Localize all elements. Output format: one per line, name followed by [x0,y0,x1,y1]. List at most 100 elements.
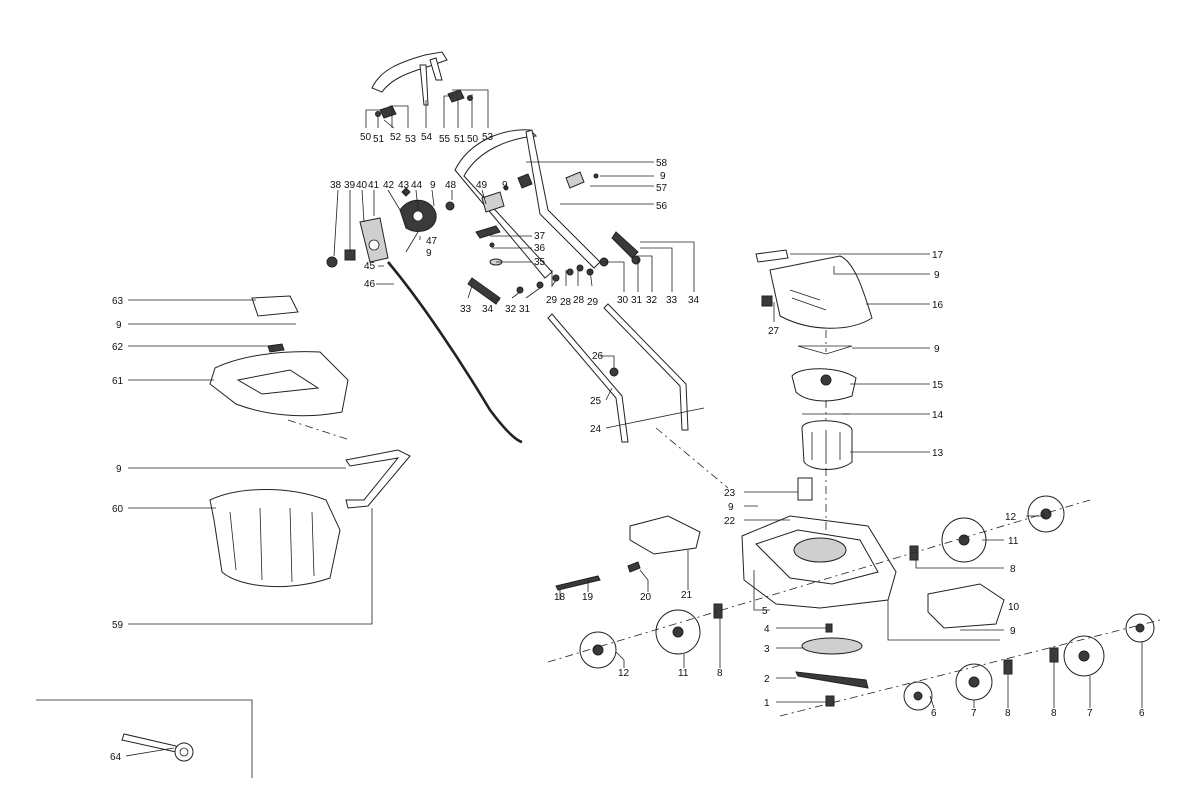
blade-assembly-part [795,623,869,707]
part-label-51: 51 [454,134,466,145]
part-label-23: 23 [724,488,736,499]
part-label-53: 53 [405,134,417,145]
part-label-50: 50 [360,132,372,143]
part-label-27: 27 [768,326,780,337]
cable-clip-part [481,171,599,213]
grass-bag-part [209,489,341,587]
part-label-60: 60 [112,504,124,515]
part-label-15: 15 [932,380,944,391]
part-label-38: 38 [330,180,342,191]
part-label-10: 10 [1008,602,1020,613]
grass-box-frame-part [345,449,411,509]
part-label-3: 3 [764,644,770,655]
part-number-labels: 50 51 52 53 54 55 51 50 53 58 9 57 56 38… [110,132,1145,763]
part-label-24: 24 [590,424,602,435]
part-label-61: 61 [112,376,124,387]
mower-deck-part [741,515,897,609]
part-label-44: 44 [411,180,423,191]
part-label-63: 63 [112,296,124,307]
part-label-6: 6 [931,708,937,719]
part-label-41: 41 [368,180,380,191]
part-label-51: 51 [373,134,385,145]
part-label-4: 4 [764,624,770,635]
part-label-55: 55 [439,134,451,145]
motor-housing-part [791,368,857,402]
part-label-9: 9 [116,464,122,475]
front-axle-part [555,561,641,591]
height-adjuster-part [927,583,1005,629]
part-label-34: 34 [688,295,700,306]
part-label-49: 49 [476,180,488,191]
part-label-9: 9 [430,180,436,191]
motor-part [801,420,853,470]
part-label-9: 9 [426,248,432,259]
part-label-59: 59 [112,620,124,631]
part-label-11: 11 [1008,536,1019,547]
part-label-7: 7 [971,708,977,719]
part-label-28: 28 [573,295,585,306]
part-label-34: 34 [482,304,494,315]
part-label-9: 9 [728,502,734,513]
part-label-57: 57 [656,183,668,194]
part-label-19: 19 [582,592,594,603]
part-label-7: 7 [1087,708,1093,719]
part-label-50: 50 [467,134,479,145]
part-label-32: 32 [505,304,517,315]
quick-release-lever-part [467,225,641,305]
part-label-12: 12 [618,668,630,679]
upper-handle-part [371,51,448,106]
part-label-29: 29 [546,295,558,306]
control-cable-part [387,261,523,444]
part-label-12: 12 [1005,512,1017,523]
part-label-46: 46 [364,279,376,290]
spanner-part [121,733,194,762]
part-label-5: 5 [762,606,768,617]
motor-cover-part [755,249,873,329]
grass-box-lid-part [209,295,349,417]
part-label-40: 40 [356,180,368,191]
part-label-8: 8 [1010,564,1016,575]
part-label-26: 26 [592,351,604,362]
part-label-8: 8 [717,668,723,679]
part-label-42: 42 [383,180,395,191]
part-label-6: 6 [1139,708,1145,719]
switch-box-part [326,187,455,268]
part-label-33: 33 [460,304,472,315]
part-label-28: 28 [560,297,572,308]
part-label-9: 9 [116,320,122,331]
part-label-31: 31 [519,304,531,315]
part-label-52: 52 [390,132,402,143]
part-label-35: 35 [534,257,546,268]
part-label-9: 9 [934,344,940,355]
part-label-58: 58 [656,158,668,169]
part-label-17: 17 [932,250,944,261]
part-label-25: 25 [590,396,602,407]
part-label-48: 48 [445,180,457,191]
part-label-43: 43 [398,180,410,191]
part-label-45: 45 [364,261,376,272]
part-label-1: 1 [764,698,770,709]
part-label-62: 62 [112,342,124,353]
leader-lines [125,89,1143,757]
lower-handle-part [547,303,689,443]
part-label-9: 9 [934,270,940,281]
rear-flap-part [629,515,701,555]
part-label-33: 33 [666,295,678,306]
part-label-18: 18 [554,592,566,603]
part-label-9: 9 [502,180,508,191]
part-label-31: 31 [631,295,643,306]
part-label-9: 9 [1010,626,1016,637]
part-label-13: 13 [932,448,944,459]
part-label-8: 8 [1051,708,1057,719]
part-label-22: 22 [724,516,736,527]
part-label-20: 20 [640,592,652,603]
part-label-2: 2 [764,674,770,685]
part-label-11: 11 [678,668,689,679]
part-label-9: 9 [660,171,666,182]
part-label-29: 29 [587,297,599,308]
part-label-21: 21 [681,590,693,601]
part-label-37: 37 [534,231,546,242]
part-label-47: 47 [426,236,438,247]
part-label-64: 64 [110,752,122,763]
